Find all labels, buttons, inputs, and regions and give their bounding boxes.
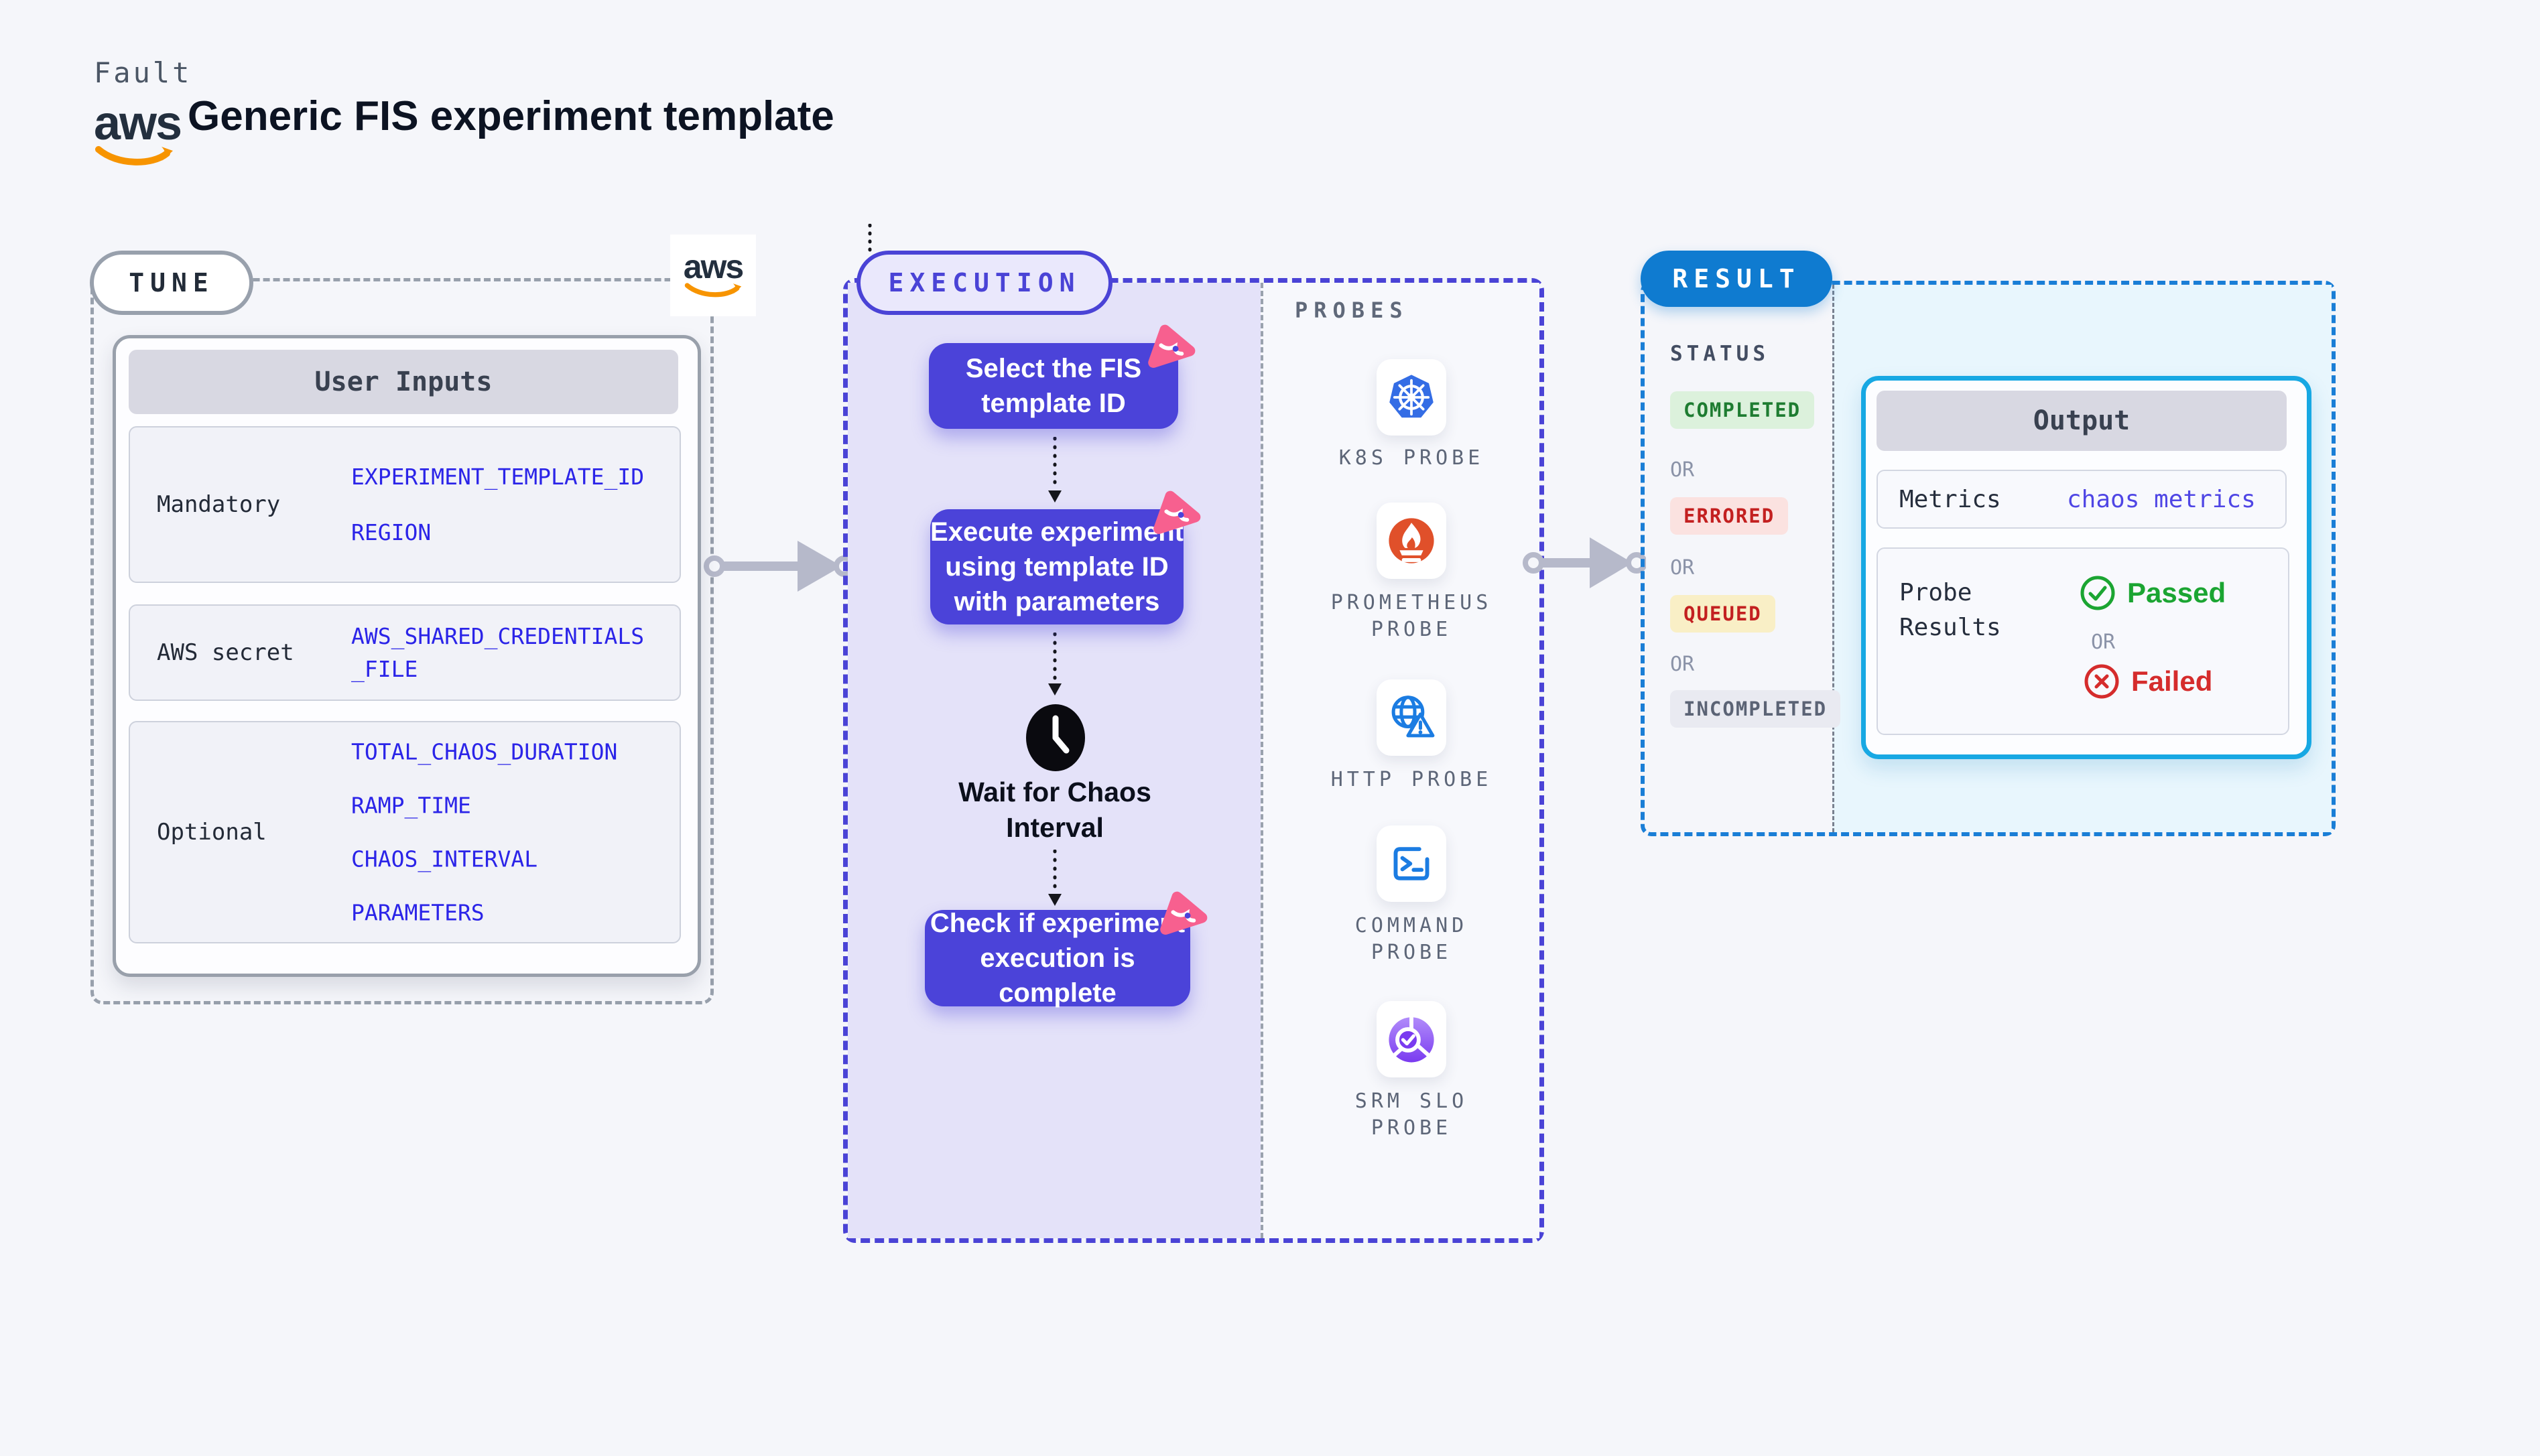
metrics-value: chaos metrics [2067,485,2256,513]
row-label: Optional [157,819,267,846]
flow-node-execute-experiment: Execute experiment using template ID wit… [930,490,1201,624]
probe-label: K8S PROBE [1338,446,1484,470]
probe-card-prometheus [1377,503,1446,579]
chaos-badge-icon [1153,490,1201,535]
srm-slo-icon [1389,1016,1434,1063]
row-label: Mandatory [157,491,281,518]
probe-card-http [1377,679,1446,756]
passed-result: Passed [2079,574,2226,612]
kubernetes-icon [1389,375,1434,418]
http-globe-icon [1391,696,1435,738]
probe-label: SRM SLO PROBE [1354,1089,1468,1140]
chaos-badge-icon [1160,891,1208,935]
node-text-line: using template ID [945,552,1169,582]
probe-label: HTTP PROBE [1330,768,1493,791]
input-variable: EXPERIMENT_TEMPLATE_ID [351,464,645,490]
aws-logo-text: aws [94,96,182,150]
wait-text-line: Interval [1006,812,1104,843]
node-text-line: Select the FIS [965,354,1142,383]
brand-label: Fault [94,56,192,89]
failed-result: Failed [2083,663,2212,700]
node-text-line: Execute experiment [930,517,1184,547]
row-label: AWS secret [157,639,294,666]
status-badge-errored: ERRORED [1670,497,1789,535]
page-title: Generic FIS experiment template [188,93,834,139]
aws-smile-icon [95,145,173,166]
node-text-line: execution is complete [980,943,1135,1008]
input-variable: REGION [351,519,432,545]
tune-to-execution-arrow [704,541,855,592]
node-text-line: with parameters [954,587,1160,616]
execution-to-result-arrow [1523,537,1646,588]
optional-row: Optional TOTAL_CHAOS_DURATION RAMP_TIME … [129,721,681,943]
input-variable: TOTAL_CHAOS_DURATION [351,738,618,765]
clock-icon [1026,704,1085,771]
aws-smile-icon [684,282,742,297]
result-section-label: RESULT [1641,251,1832,307]
command-terminal-icon [1393,847,1430,880]
input-variable: PARAMETERS [351,899,485,926]
tune-section-box [90,278,714,1004]
flow-arrow-down [1048,850,1062,906]
probe-label: PROMETHEUS PROBE [1330,591,1493,641]
probe-results-label: Probe Results [1899,579,2001,641]
user-inputs-header: User Inputs [129,350,678,414]
probe-label: COMMAND PROBE [1354,914,1468,964]
status-badge-queued: QUEUED [1670,595,1775,633]
probes-panel [1261,283,1539,1238]
flow-arrow-down [1048,633,1062,696]
or-separator: OR [2091,631,2116,654]
probe-card-srm-slo [1377,1001,1446,1077]
or-separator: OR [1670,458,1695,482]
probes-title: PROBES [1295,297,1409,323]
probe-card-k8s [1377,359,1446,436]
input-variable: RAMP_TIME [351,792,471,819]
tune-section-label: TUNE [90,251,253,315]
flow-arrow-down [1048,437,1062,503]
aws-logo-text: aws [683,247,745,285]
or-separator: OR [1670,653,1695,676]
chaos-badge-icon [1148,324,1196,369]
flow-node-check-complete: Check if experiment execution is complet… [925,891,1208,1008]
flow-node-select-template: Select the FIS template ID [929,324,1196,429]
input-variable: CHAOS_INTERVAL [351,846,538,872]
status-badge-completed: COMPLETED [1670,391,1815,429]
execution-top-stub-line [868,224,872,253]
input-variable: AWS_SHARED_CREDENTIALS [351,623,645,649]
wait-text-line: Wait for Chaos [958,777,1151,807]
metrics-row: Metrics chaos metrics [1877,470,2287,529]
prometheus-icon [1389,518,1434,567]
node-text-line: Check if experiment [930,909,1186,938]
wait-step-label: Wait for Chaos Interval [936,775,1174,846]
aws-logo: aws [94,96,182,172]
status-title: STATUS [1670,342,1769,366]
execution-section-label: EXECUTION [856,251,1113,315]
mandatory-row: Mandatory EXPERIMENT_TEMPLATE_ID REGION [129,426,681,583]
probe-card-command [1377,825,1446,902]
check-circle-icon [2080,576,2115,610]
input-variable: _FILE [351,656,418,682]
metrics-label: Metrics [1899,485,2001,513]
node-text-line: template ID [981,389,1126,418]
output-header: Output [1877,391,2287,451]
or-separator: OR [1670,556,1695,580]
aws-secret-row: AWS secret AWS_SHARED_CREDENTIALS _FILE [129,604,681,701]
status-badge-incompleted: INCOMPLETED [1670,690,1841,728]
failed-text: Failed [2131,665,2213,697]
passed-text: Passed [2127,577,2226,608]
probe-results-row: Probe Results Passed OR Failed [1877,547,2289,735]
aws-logo-small: aws [670,235,756,316]
x-circle-icon [2084,664,2119,699]
